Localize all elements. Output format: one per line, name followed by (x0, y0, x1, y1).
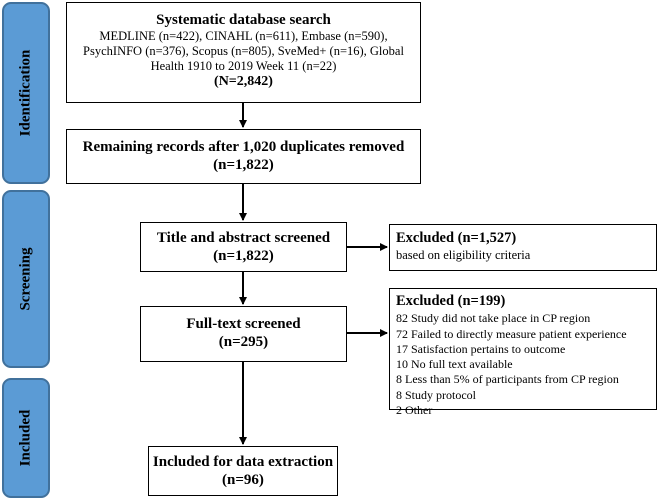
search-line-3: Health 1910 to 2019 Week 11 (n=22) (150, 59, 337, 73)
title-abstract-title: Title and abstract screened (156, 230, 331, 246)
search-line-2: PsychINFO (n=376), Scopus (n=805), SveMe… (83, 44, 404, 58)
exclusion-reason: 10 No full text available (396, 357, 513, 372)
included-box: Included for data extraction (n=96) (148, 446, 338, 496)
fulltext-title: Full-text screened (186, 316, 301, 332)
search-box: Systematic database search MEDLINE (n=42… (66, 2, 421, 103)
exclusion-reason: 82 Study did not take place in CP region (396, 311, 591, 326)
stage-screening: Screening (2, 190, 50, 368)
excluded-fulltext-title: Excluded (n=199) (396, 293, 506, 309)
included-count: (n=96) (222, 472, 264, 488)
fulltext-count: (n=295) (218, 334, 269, 350)
exclusion-reason: 8 Less than 5% of participants from CP r… (396, 372, 619, 387)
search-title: Systematic database search (156, 12, 331, 28)
excluded-fulltext-box: Excluded (n=199) 82 Study did not take p… (389, 288, 657, 417)
search-total: (N=2,842) (214, 74, 273, 89)
excluded-eligibility-box: Excluded (n=1,527) based on eligibility … (389, 224, 657, 271)
exclusion-reason: 17 Satisfaction pertains to outcome (396, 341, 566, 356)
excluded-eligibility-title: Excluded (n=1,527) (396, 230, 517, 246)
search-line-1: MEDLINE (n=422), CINAHL (n=611), Embase … (99, 29, 388, 43)
exclusion-reason: 8 Study protocol (396, 387, 476, 402)
title-abstract-count: (n=1,822) (213, 248, 274, 264)
exclusion-reason: 72 Failed to directly measure patient ex… (396, 326, 627, 341)
stage-identification: Identification (2, 2, 50, 184)
dedup-title: Remaining records after 1,020 duplicates… (82, 139, 405, 155)
excluded-eligibility-reason: based on eligibility criteria (396, 248, 531, 263)
included-title: Included for data extraction (152, 454, 334, 470)
title-abstract-box: Title and abstract screened (n=1,822) (140, 222, 347, 272)
stage-included: Included (2, 378, 50, 498)
exclusion-reason: 2 Other (396, 402, 433, 417)
dedup-box: Remaining records after 1,020 duplicates… (66, 129, 421, 184)
dedup-count: (n=1,822) (213, 157, 274, 173)
fulltext-box: Full-text screened (n=295) (140, 306, 347, 362)
